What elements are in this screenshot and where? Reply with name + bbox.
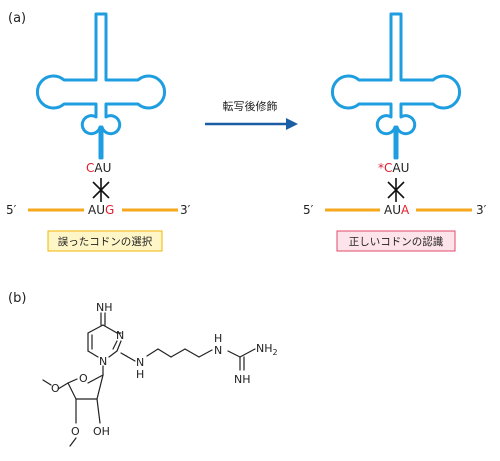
anticodon-left: CAU — [86, 161, 111, 175]
arrow-right — [205, 118, 298, 130]
trna-right — [330, 12, 462, 160]
panel-a-label: (a) — [8, 11, 26, 26]
atom-nh-link-h: H — [136, 368, 144, 381]
pairing-cross-right — [387, 178, 405, 202]
atom-oh: OH — [93, 425, 110, 438]
anticodon-left-rest: AU — [94, 161, 111, 175]
anticodon-right-first: *C — [378, 161, 392, 175]
five-prime-right: 5′ — [303, 203, 314, 217]
codon-left-prefix: AU — [88, 203, 105, 217]
atom-guan-h: H — [214, 332, 222, 345]
atom-guan-nh2: NH2 — [256, 342, 278, 357]
chemical-atom-labels: NH N N N H N H NH2 NH O OH O O — [51, 301, 278, 438]
three-prime-right: 3′ — [476, 203, 487, 217]
codon-left: AUG — [88, 203, 114, 217]
caption-left: 誤ったコドンの選択 — [58, 235, 153, 248]
caption-box-right — [336, 230, 456, 252]
trna-left — [35, 12, 167, 160]
atom-imine: NH — [96, 301, 113, 314]
anticodon-left-first: C — [86, 161, 94, 175]
five-prime-left: 5′ — [6, 203, 17, 217]
chemical-structure — [42, 312, 256, 447]
atom-guan-n: N — [214, 344, 222, 357]
atom-n1: N — [99, 355, 107, 368]
anticodon-right-rest: AU — [392, 161, 409, 175]
anticodon-right: *CAU — [378, 161, 409, 175]
atom-nh-link-n: N — [136, 356, 144, 369]
codon-right-last: A — [401, 203, 410, 217]
caption-box-left — [47, 230, 163, 252]
codon-right-prefix: AU — [384, 203, 401, 217]
arrow-label: 転写後修飾 — [223, 99, 278, 113]
caption-right: 正しいコドンの認識 — [349, 235, 444, 248]
atom-guan-nh2-base: NH — [256, 342, 273, 355]
panel-b-label: (b) — [8, 291, 26, 306]
atom-guan-nh2-sub: 2 — [273, 348, 278, 357]
atom-o-3p: O — [71, 425, 80, 438]
codon-right: AUA — [384, 203, 410, 217]
atom-guan-imine: NH — [234, 373, 251, 386]
three-prime-left: 3′ — [180, 203, 191, 217]
atom-n3: N — [116, 329, 124, 342]
codon-left-last: G — [105, 203, 114, 217]
atom-ring-o: O — [79, 372, 88, 385]
atom-o-5p: O — [51, 382, 60, 395]
mismatch-cross-left — [92, 178, 110, 202]
